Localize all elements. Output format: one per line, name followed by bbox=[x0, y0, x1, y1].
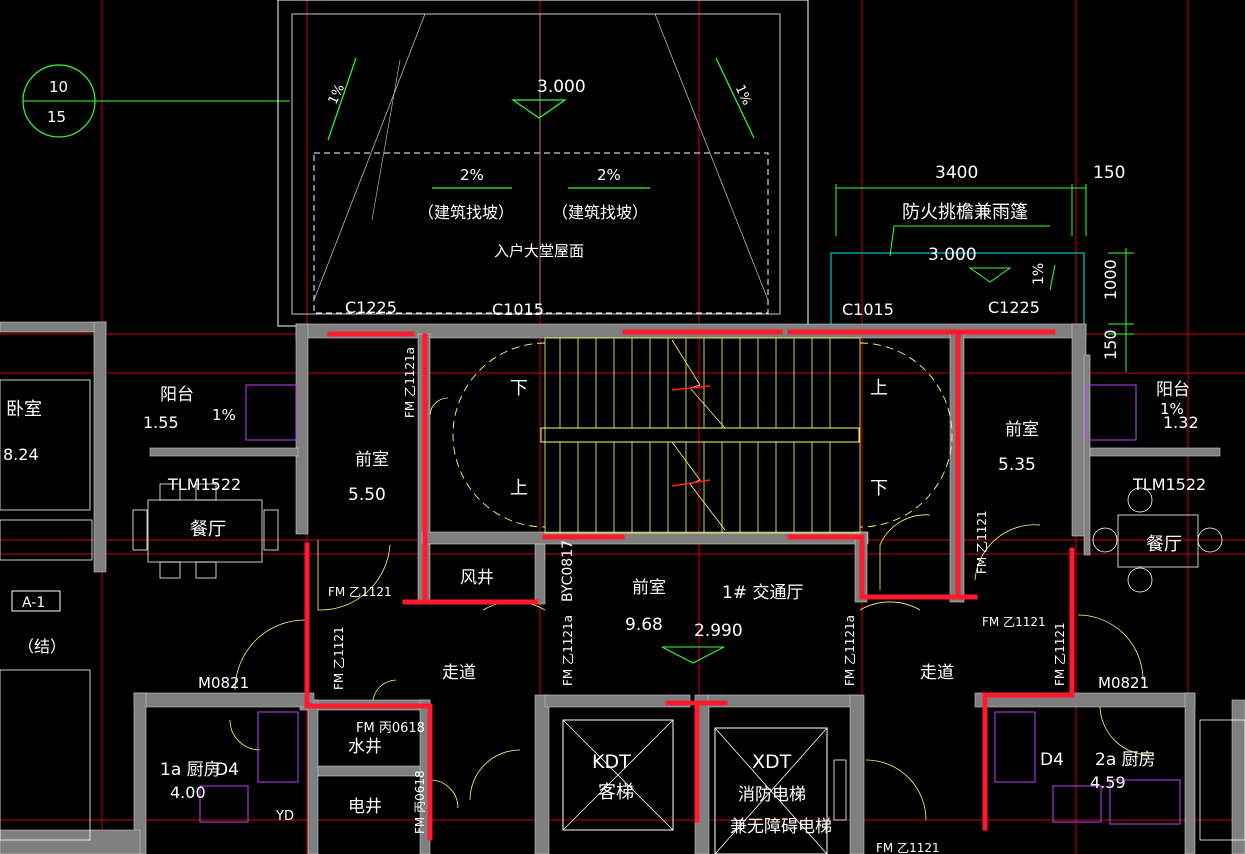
grid-bubble-top: 10 bbox=[49, 78, 68, 96]
canopy-label: 防火挑檐兼雨篷 bbox=[902, 202, 1028, 223]
window-c1015-right: C1015 bbox=[842, 300, 894, 319]
elec-shaft-name: 电井 bbox=[348, 797, 382, 817]
stair-down-bottom: 下 bbox=[870, 478, 888, 499]
balcony-left-area: 1.55 bbox=[143, 413, 179, 432]
dining-left-door: TLM1522 bbox=[167, 475, 241, 494]
kitchen-left-area: 4.00 bbox=[170, 783, 206, 802]
hall-elevation-marker bbox=[661, 646, 725, 664]
vestibule-right-name: 前室 bbox=[1005, 420, 1039, 440]
elevator-guest-name: 客梯 bbox=[598, 782, 634, 803]
vestibule-center-area: 9.68 bbox=[625, 615, 663, 635]
vestibule-left-area: 5.50 bbox=[348, 485, 386, 505]
canopy: 3400 150 防火挑檐兼雨篷 3.000 1% 1000 150 bbox=[830, 163, 1134, 372]
hall-elevation: 2.990 bbox=[694, 621, 743, 641]
air-shaft-tag: BYC0817 bbox=[560, 540, 576, 602]
stair-up-bottom: 上 bbox=[510, 478, 528, 499]
entrance-roof: 3.000 1% 1% 2% （建筑找坡） 2% （建筑找坡） 入户大堂屋面 bbox=[277, 0, 809, 327]
kitchen-right-door: M0821 bbox=[1098, 674, 1149, 692]
grid-bubble-bottom: 15 bbox=[47, 108, 66, 126]
balcony-right-name: 阳台 bbox=[1156, 380, 1190, 400]
balcony-right-area: 1.32 bbox=[1163, 413, 1199, 432]
appliances bbox=[199, 384, 1181, 825]
corridor-right-name: 走道 bbox=[920, 663, 954, 683]
door-swings bbox=[229, 397, 1151, 821]
elevator-fire-name: 消防电梯 bbox=[738, 785, 806, 805]
roof-slope-a: 2% bbox=[460, 166, 484, 184]
door-fm-a: FM 乙1121a bbox=[403, 347, 417, 418]
stair-down-top: 下 bbox=[510, 378, 528, 399]
roof-slope-b: 2% bbox=[597, 166, 621, 184]
balcony-left-name: 阳台 bbox=[160, 385, 194, 405]
bedroom-area: 8.24 bbox=[3, 445, 39, 464]
stair-up-top: 上 bbox=[870, 378, 888, 399]
water-shaft-name: 水井 bbox=[348, 737, 382, 757]
kitchen-left-code: D4 bbox=[215, 760, 239, 780]
door-fm-b: FM 乙1121 bbox=[328, 585, 392, 599]
kitchen-right-name: 2a 厨房 bbox=[1095, 750, 1156, 770]
door-fm-e: FM 乙1121a bbox=[843, 615, 857, 686]
kitchen-left-name: 1a 厨房 bbox=[160, 760, 221, 780]
elevator-fire-code: XDT bbox=[752, 751, 792, 773]
roof-slope-left: 1% bbox=[326, 82, 348, 107]
canopy-dim-depth: 1000 bbox=[1101, 259, 1120, 300]
struct-label: （结） bbox=[18, 637, 66, 656]
stair: 下 上 上 下 bbox=[452, 337, 953, 534]
dining-right-door: TLM1522 bbox=[1132, 475, 1206, 494]
canopy-elevation: 3.000 bbox=[928, 245, 977, 265]
hall-name: 1# 交通厅 bbox=[722, 583, 803, 603]
furniture bbox=[0, 379, 1245, 841]
text-labels: C1225 C1015 C1015 C1225 卧室 8.24 阳台 1.55 … bbox=[3, 298, 1206, 854]
bedroom-name: 卧室 bbox=[6, 399, 42, 420]
roof-elevation: 3.000 bbox=[537, 77, 586, 97]
dining-right-name: 餐厅 bbox=[1146, 534, 1182, 555]
door-fm-c: FM 乙1121 bbox=[332, 626, 346, 690]
dining-left-name: 餐厅 bbox=[190, 519, 226, 540]
elevator-guest-code: KDT bbox=[592, 751, 631, 773]
door-fm-f: FM 乙1121 bbox=[975, 510, 989, 574]
kitchen-right-code: D4 bbox=[1040, 750, 1064, 770]
corridor-left-name: 走道 bbox=[442, 663, 476, 683]
door-fm-h: FM 乙1121 bbox=[1053, 622, 1067, 686]
kitchen-right-area: 4.59 bbox=[1090, 773, 1126, 792]
elevators: KDT 客梯 XDT 消防电梯 兼无障碍电梯 bbox=[562, 719, 847, 854]
vestibule-left-name: 前室 bbox=[355, 450, 389, 470]
elevator-fire-name2: 兼无障碍电梯 bbox=[730, 817, 832, 837]
canopy-dim-width: 3400 bbox=[935, 163, 978, 183]
section-tag-box bbox=[11, 590, 61, 612]
canopy-dim-depth-edge: 150 bbox=[1101, 329, 1120, 360]
section-tag: A-1 bbox=[22, 595, 45, 611]
elec-shaft-tag: FM 丙0618 bbox=[413, 770, 427, 834]
balcony-left-slope: 1% bbox=[212, 406, 236, 424]
water-shaft-tag: FM 丙0618 bbox=[356, 721, 425, 736]
roof-slope-a-note: （建筑找坡） bbox=[418, 203, 514, 222]
air-shaft-name: 风井 bbox=[460, 568, 494, 588]
canopy-dim-edge: 150 bbox=[1093, 163, 1125, 183]
kitchen-left-door: M0821 bbox=[198, 674, 249, 692]
vestibule-center-name: 前室 bbox=[632, 578, 666, 598]
roof-slope-b-note: （建筑找坡） bbox=[552, 203, 648, 222]
roof-name: 入户大堂屋面 bbox=[494, 242, 584, 260]
red-markup bbox=[304, 329, 1075, 841]
balcony-right-slope: 1% bbox=[1160, 400, 1184, 418]
window-c1015-left: C1015 bbox=[492, 300, 544, 319]
door-fm-bottom: FM 乙1121 bbox=[876, 841, 940, 854]
door-fm-g: FM 乙1121 bbox=[982, 615, 1046, 629]
kitchen-left-yd: YD bbox=[275, 809, 294, 824]
door-fm-d: FM 乙1121a bbox=[561, 615, 575, 686]
vestibule-right-area: 5.35 bbox=[998, 455, 1036, 475]
window-c1225-right: C1225 bbox=[988, 298, 1040, 317]
window-c1225-left: C1225 bbox=[345, 298, 397, 317]
roof-slope-right: 1% bbox=[732, 83, 754, 108]
canopy-slope: 1% bbox=[1031, 263, 1047, 285]
grid-bubble: 10 15 bbox=[22, 64, 290, 138]
